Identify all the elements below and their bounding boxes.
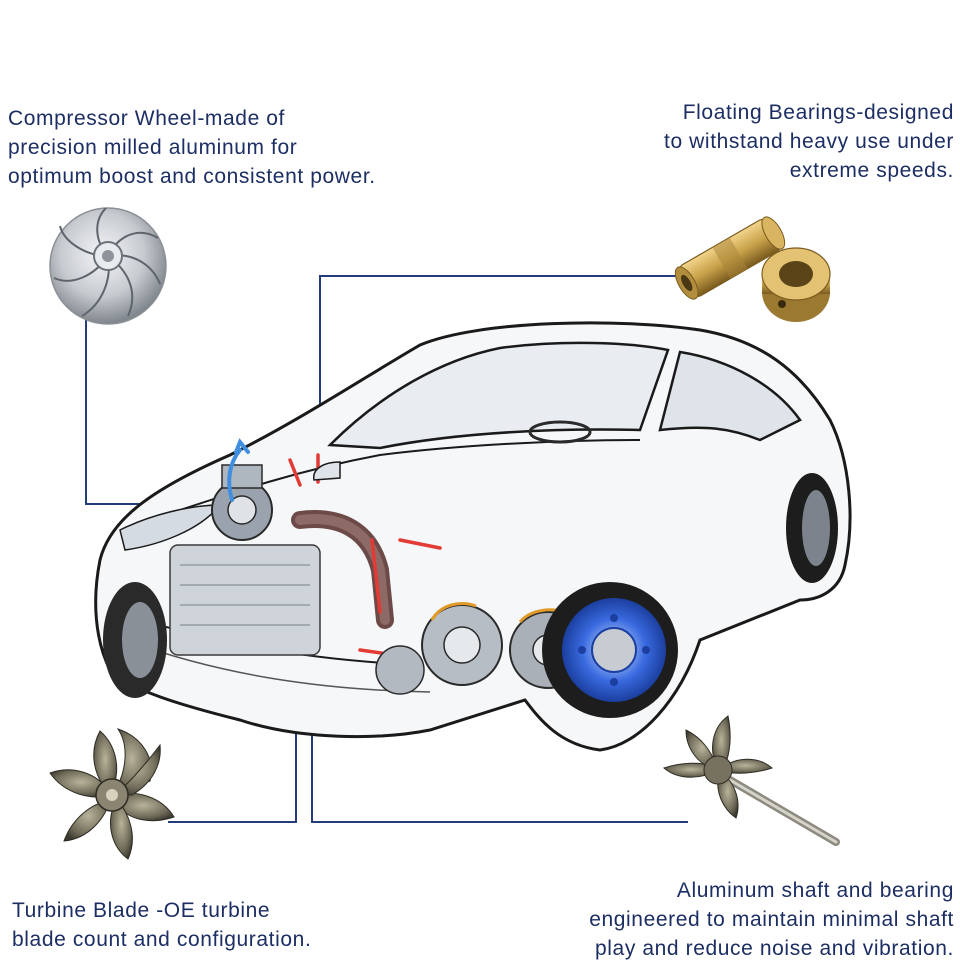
compressor-wheel-image bbox=[49, 207, 167, 325]
turbine-blade-image bbox=[49, 728, 175, 860]
floating-bearings-image bbox=[674, 216, 831, 322]
turbine-shaft-image bbox=[663, 715, 840, 846]
leader-bearings bbox=[319, 275, 676, 455]
floating-bearings-caption: Floating Bearings-designed to withstand … bbox=[664, 101, 954, 182]
car-cutaway-image bbox=[94, 321, 852, 752]
turbine-blade-caption: Turbine Blade -OE turbine blade count an… bbox=[12, 899, 312, 951]
compressor-wheel-caption: Compressor Wheel-made of precision mille… bbox=[8, 107, 376, 188]
shaft-bearing-caption: Aluminum shaft and bearing engineered to… bbox=[589, 879, 954, 960]
